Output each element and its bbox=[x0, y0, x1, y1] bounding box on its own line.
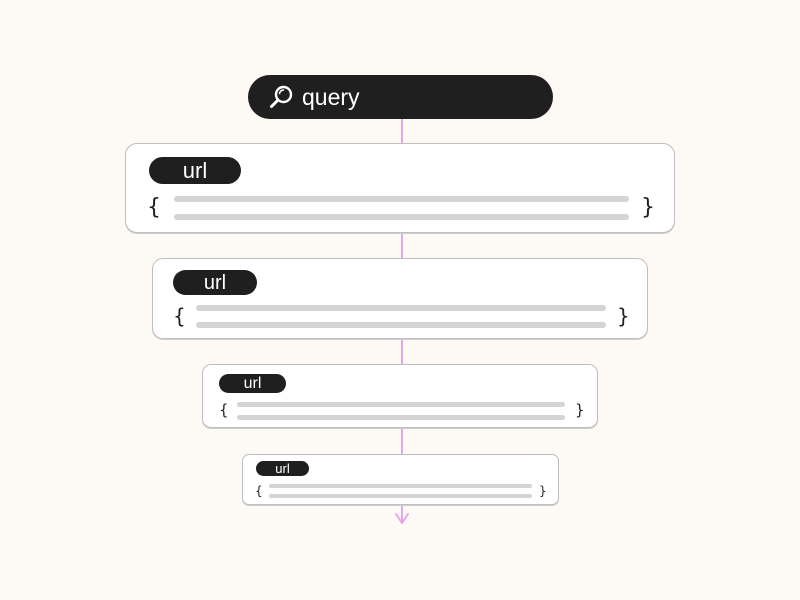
connector-line bbox=[401, 119, 403, 143]
connector-line bbox=[401, 505, 403, 523]
result-card[interactable]: url { } bbox=[152, 258, 648, 339]
placeholder-text-line bbox=[174, 196, 629, 202]
open-brace: { bbox=[255, 484, 263, 498]
search-query-pill[interactable]: query bbox=[248, 75, 553, 119]
result-card[interactable]: url { } bbox=[125, 143, 675, 233]
url-badge: url bbox=[256, 461, 309, 476]
query-text: query bbox=[302, 83, 360, 110]
result-card[interactable]: url { } bbox=[242, 454, 559, 505]
placeholder-text-line bbox=[237, 402, 565, 407]
placeholder-text-line bbox=[237, 415, 565, 420]
connector-line bbox=[401, 428, 403, 454]
down-arrow-icon bbox=[395, 513, 409, 524]
placeholder-text-line bbox=[174, 214, 629, 220]
placeholder-text-line bbox=[196, 322, 606, 328]
open-brace: { bbox=[173, 304, 186, 328]
close-brace: } bbox=[575, 401, 585, 419]
close-brace: } bbox=[539, 484, 547, 498]
magnifier-icon bbox=[270, 85, 293, 108]
placeholder-text-line bbox=[269, 494, 532, 498]
result-card[interactable]: url { } bbox=[202, 364, 598, 428]
url-badge: url bbox=[173, 270, 257, 295]
close-brace: } bbox=[617, 304, 630, 328]
url-badge: url bbox=[149, 157, 241, 184]
url-badge: url bbox=[219, 374, 286, 393]
close-brace: } bbox=[641, 195, 655, 220]
open-brace: { bbox=[219, 401, 229, 419]
connector-line bbox=[401, 233, 403, 258]
connector-line bbox=[401, 339, 403, 364]
open-brace: { bbox=[147, 195, 161, 220]
placeholder-text-line bbox=[196, 305, 606, 311]
placeholder-text-line bbox=[269, 484, 532, 488]
